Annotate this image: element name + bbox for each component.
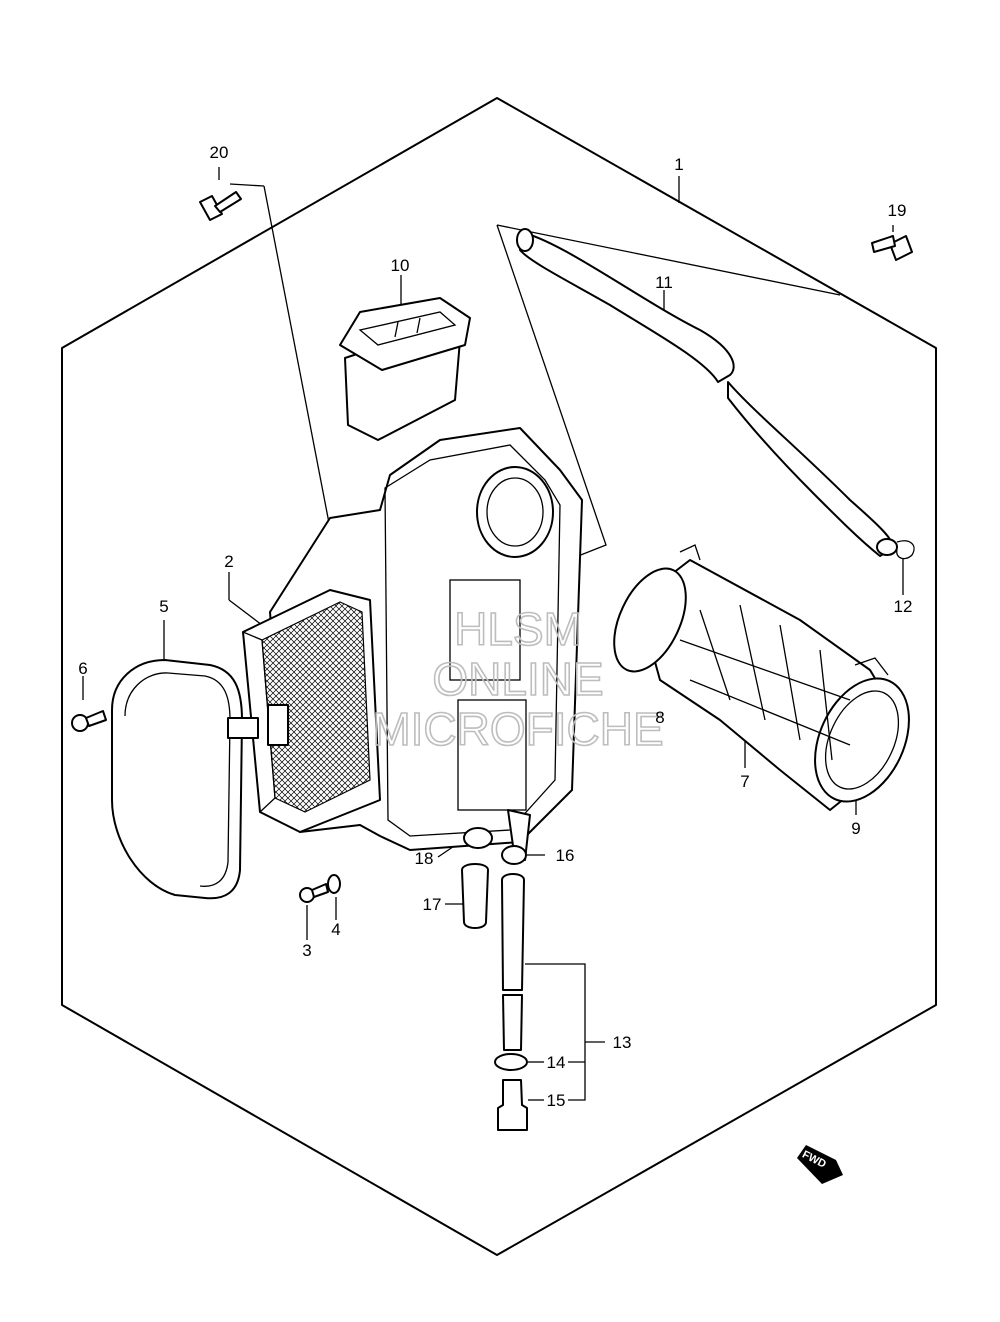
callout-3: 3 <box>302 941 311 960</box>
callout-4: 4 <box>331 920 340 939</box>
callout-labels: 1 2 3 4 5 6 7 8 9 10 11 12 13 14 15 16 1… <box>78 143 912 1110</box>
callout-17: 17 <box>423 895 442 914</box>
watermark: HLSM ONLINE MICROFICHE <box>372 602 665 756</box>
breather-hose <box>516 228 898 557</box>
screw-3 <box>299 883 329 903</box>
drain-plug <box>461 863 489 929</box>
air-filter-element <box>242 589 381 833</box>
drain-hose <box>501 873 525 1051</box>
washer-4 <box>327 874 341 894</box>
watermark-line-1: HLSM <box>454 603 582 655</box>
screw-20 <box>199 191 242 221</box>
o-ring-14 <box>494 1053 528 1071</box>
intake-boot <box>613 544 910 811</box>
callout-13: 13 <box>613 1033 632 1052</box>
callout-7: 7 <box>740 772 749 791</box>
callout-10: 10 <box>391 256 410 275</box>
callout-6: 6 <box>78 659 87 678</box>
watermark-line-2: ONLINE <box>432 653 603 705</box>
forward-direction-arrow: FWD <box>797 1145 843 1184</box>
bolt-19 <box>871 235 913 261</box>
callout-18: 18 <box>415 849 434 868</box>
clamp <box>896 540 915 560</box>
callout-2: 2 <box>224 552 233 571</box>
intake-duct <box>339 297 471 441</box>
o-ring-18 <box>463 827 493 849</box>
air-cleaner-cover <box>111 659 289 900</box>
callout-19: 19 <box>888 201 907 220</box>
drain-cap <box>497 1079 528 1131</box>
callout-16: 16 <box>556 846 575 865</box>
callout-5: 5 <box>159 597 168 616</box>
callout-8: 8 <box>655 708 664 727</box>
callout-12: 12 <box>894 597 913 616</box>
callout-11: 11 <box>655 273 673 292</box>
callout-15: 15 <box>547 1091 566 1110</box>
callout-1: 1 <box>674 155 683 174</box>
o-ring-16 <box>501 845 527 865</box>
callout-14: 14 <box>547 1053 566 1072</box>
callout-9: 9 <box>851 819 860 838</box>
assembly-boundary <box>61 97 937 1256</box>
screw-6 <box>71 710 107 732</box>
callout-20: 20 <box>210 143 229 162</box>
watermark-line-3: MICROFICHE <box>372 703 663 755</box>
